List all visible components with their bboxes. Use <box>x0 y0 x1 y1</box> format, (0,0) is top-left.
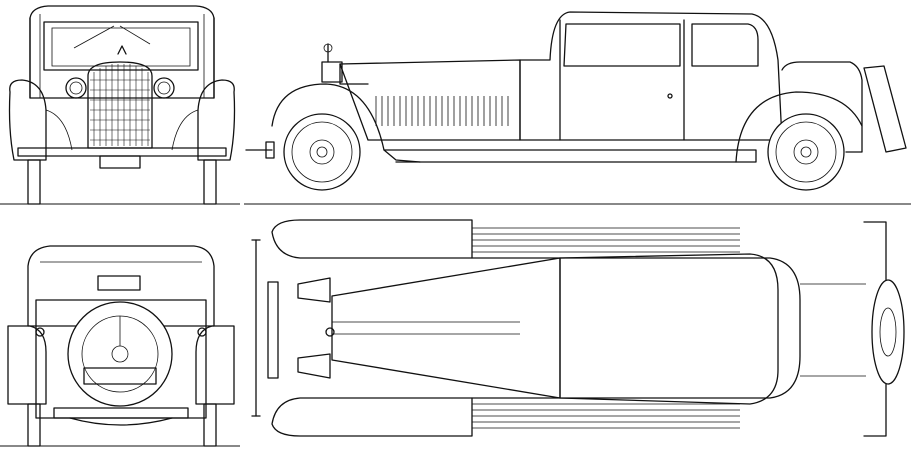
front-grille <box>90 64 150 146</box>
hood-vents <box>375 96 509 126</box>
running-board-vents <box>472 227 740 429</box>
side-view <box>244 11 911 205</box>
rear-view <box>0 245 240 447</box>
top-view <box>251 219 905 437</box>
rear-spare-wheel <box>863 65 907 153</box>
right-headlamp <box>153 77 175 99</box>
rear-wheel-side <box>767 113 845 191</box>
top-spare-wheel <box>871 279 905 385</box>
front-side-window <box>563 23 681 67</box>
rear-window <box>97 275 141 291</box>
rear-spare-tire <box>67 301 173 407</box>
rear-bumper <box>53 407 189 419</box>
front-view <box>0 5 240 205</box>
roof-top <box>559 253 779 405</box>
left-headlamp <box>65 77 87 99</box>
front-bumper <box>17 147 227 157</box>
rear-side-window <box>691 23 759 67</box>
front-wheel-side <box>283 113 361 191</box>
